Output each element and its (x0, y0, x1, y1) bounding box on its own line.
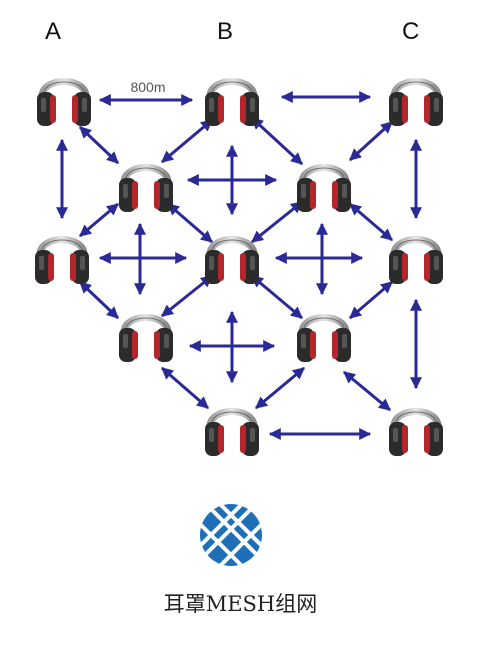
connection-arrows (56, 91, 422, 440)
earmuff-headset-icon (119, 168, 173, 213)
column-label-c: C (402, 18, 420, 45)
earmuff-headset-icon (389, 412, 443, 457)
connection-arrow (251, 200, 303, 244)
connection-arrow (78, 280, 120, 320)
earmuff-headset-icon (35, 240, 89, 285)
connection-arrow (250, 116, 304, 166)
column-label-b: B (217, 18, 234, 45)
earmuff-headset-icon (297, 318, 351, 363)
connection-arrow (167, 202, 213, 244)
connection-arrow (161, 366, 209, 410)
earmuff-headset-icon (297, 168, 351, 213)
connection-arrow (79, 202, 119, 238)
connection-arrow (349, 202, 393, 242)
distance-label: 800m (130, 79, 165, 95)
connection-arrow (343, 370, 391, 412)
connection-arrow (348, 120, 394, 162)
earmuff-headset-icon (389, 240, 443, 285)
connection-arrow (349, 280, 393, 320)
earmuff-headset-icon (389, 82, 443, 127)
connection-arrow (251, 274, 303, 320)
connection-arrow (78, 125, 120, 165)
earmuff-headset-icon (205, 240, 259, 285)
column-label-a: A (45, 18, 62, 45)
connection-arrow (161, 118, 213, 164)
earmuff-headset-icon (205, 82, 259, 127)
connection-arrow (255, 366, 305, 410)
earmuff-nodes (35, 82, 443, 457)
earmuff-headset-icon (37, 82, 91, 127)
earmuff-headset-icon (119, 318, 173, 363)
caption: 耳罩MESH组网 (163, 592, 318, 616)
earmuff-headset-icon (205, 412, 259, 457)
mesh-network-logo-icon (200, 504, 262, 566)
connection-arrow (161, 274, 213, 318)
